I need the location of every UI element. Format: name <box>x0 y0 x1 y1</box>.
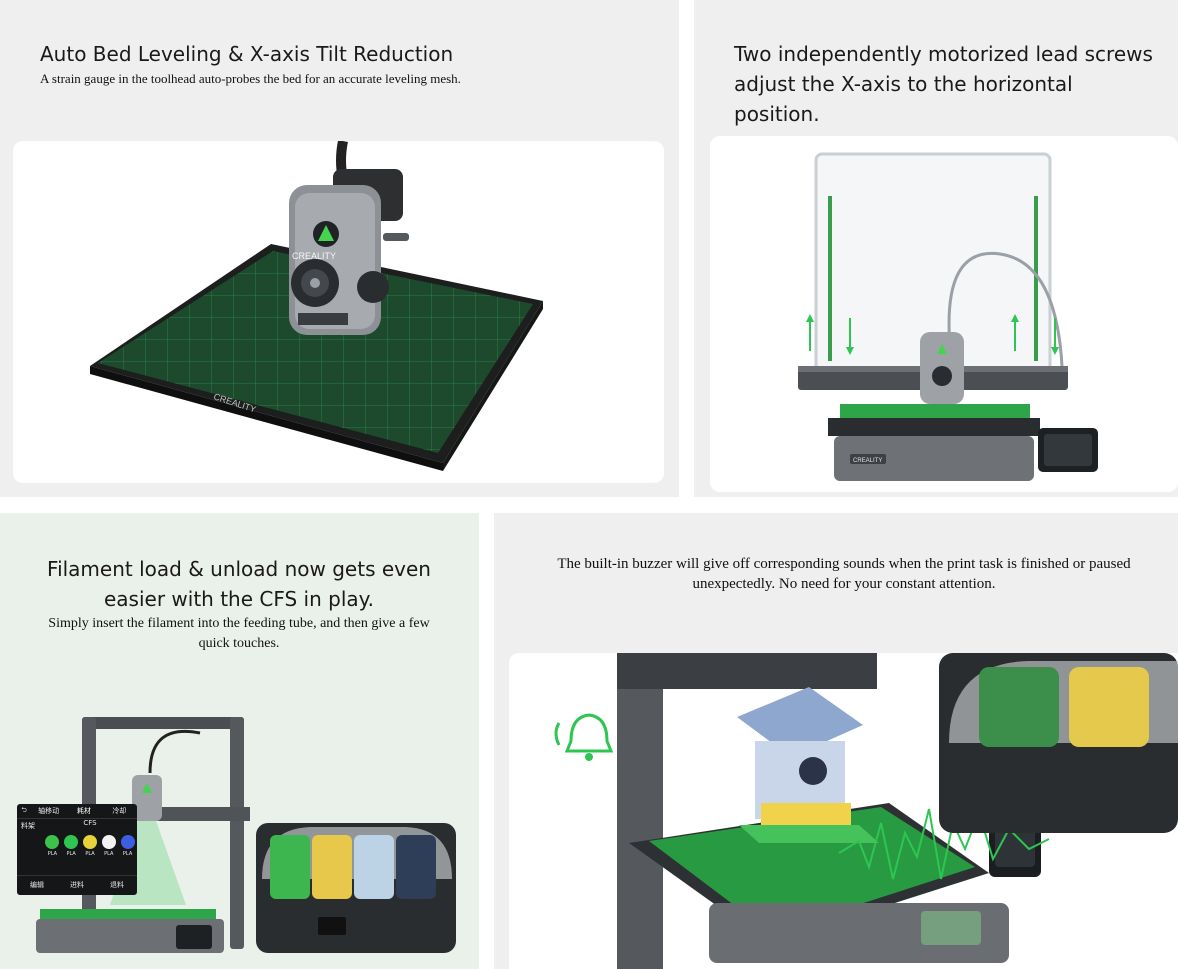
cfs-label: CFS <box>83 819 97 827</box>
motion-arrows <box>806 314 1059 355</box>
panel-description: A strain gauge in the toolhead auto-prob… <box>40 71 461 86</box>
slot-5[interactable]: PLA <box>120 835 135 857</box>
panel-description: The built-in buzzer will give off corres… <box>557 556 1131 592</box>
filament-cfs-panel: Filament load & unload now gets even eas… <box>0 513 479 969</box>
toolhead-brand: CREALITY <box>292 251 336 261</box>
lead-screws-image: CREALITY <box>710 136 1178 492</box>
panel-description: Simply insert the filament into the feed… <box>48 616 430 651</box>
slot-3[interactable]: PLA <box>82 835 97 857</box>
tab-filament[interactable]: 耗材 <box>76 807 91 815</box>
touchscreen-ui: ⮌ 轴移动 耗材 冷却 料架 CFS PLA PLA PLA PLA PLA 编… <box>17 804 137 895</box>
load-button[interactable]: 进料 <box>70 881 84 889</box>
edit-button[interactable]: 编辑 <box>30 881 44 889</box>
print-bed: CREALITY <box>90 244 543 471</box>
bell-icon <box>554 713 624 761</box>
tab-axis[interactable]: 轴移动 <box>38 807 60 815</box>
unload-button[interactable]: 退料 <box>110 881 124 889</box>
lead-screws-panel: Two independently motorized lead screws … <box>694 0 1178 497</box>
auto-bed-leveling-panel: Auto Bed Leveling & X-axis Tilt Reductio… <box>0 0 679 497</box>
bed-leveling-image: CREALITY CREALITY <box>13 141 664 483</box>
sound-wave <box>838 808 1050 880</box>
slot-2[interactable]: PLA <box>64 835 79 857</box>
buzzer-image <box>509 653 1178 969</box>
base-brand: CREALITY <box>853 458 882 464</box>
buzzer-panel: The built-in buzzer will give off corres… <box>494 513 1178 969</box>
rack-label[interactable]: 料架 <box>21 822 35 830</box>
printer-base: CREALITY <box>828 404 1098 481</box>
back-icon[interactable]: ⮌ <box>21 805 27 814</box>
slot-4[interactable]: PLA <box>101 835 116 857</box>
x-axis-gantry <box>798 332 1068 404</box>
cfs-unit <box>939 653 1178 833</box>
toolhead: CREALITY <box>289 141 409 335</box>
birdhouse-model <box>737 687 879 843</box>
tab-cooling[interactable]: 冷却 <box>112 807 127 815</box>
printer-closeup <box>617 653 1041 969</box>
panel-title: Filament load & unload now gets even eas… <box>47 557 431 611</box>
panel-title: Auto Bed Leveling & X-axis Tilt Reductio… <box>40 42 454 66</box>
cfs-printer-image <box>0 703 479 969</box>
slot-1[interactable]: PLA <box>45 835 60 857</box>
panel-title: Two independently motorized lead screws … <box>734 42 1153 126</box>
cfs-unit <box>256 823 456 953</box>
